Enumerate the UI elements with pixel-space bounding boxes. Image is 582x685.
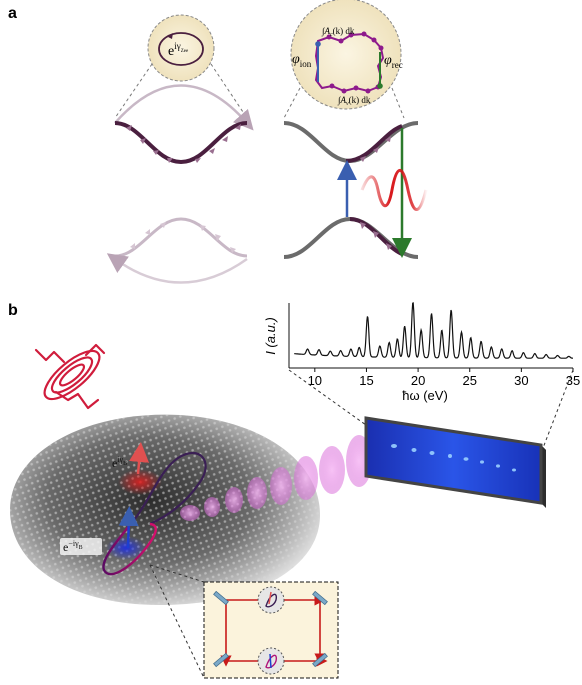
zoom-line-right bbox=[542, 369, 574, 449]
berry-minus-subscript: B bbox=[79, 545, 83, 551]
spectrum-tick-label: 30 bbox=[514, 373, 528, 388]
integral-valence: ∫A bbox=[337, 95, 346, 106]
zoom-line-left bbox=[288, 369, 367, 426]
panel-a-letter: a bbox=[8, 5, 17, 22]
spectrum-tick-label: 35 bbox=[566, 373, 580, 388]
berry-minus-exponent: −iγ bbox=[68, 539, 79, 548]
inset-phase-loop: ∫Ac(k) dk ∫Av(k) dk φion φrec bbox=[283, 0, 405, 119]
berry-minus-base: e bbox=[63, 540, 68, 554]
spectrum-tick-label: 25 bbox=[462, 373, 476, 388]
integral-conduction-sub: c bbox=[330, 32, 333, 38]
zee-phase-base: e bbox=[168, 44, 174, 59]
svg-text:φion: φion bbox=[292, 52, 312, 69]
berry-plus-label: eiγB bbox=[112, 455, 127, 470]
zoom-line-lower-left-2 bbox=[149, 564, 205, 679]
panel-b-letter: b bbox=[8, 302, 18, 319]
spin-down-arrow bbox=[118, 506, 139, 549]
spectrum-tick-label: 15 bbox=[359, 373, 373, 388]
integral-conduction-rest: (k) dk bbox=[333, 26, 355, 36]
right-band-diagram bbox=[283, 121, 428, 259]
emitted-wave bbox=[360, 169, 428, 211]
berry-minus-label: e−iγB bbox=[63, 539, 83, 554]
spectrum-ylabel: I (a.u.) bbox=[263, 317, 278, 355]
svg-text:∫Ac(k) dk: ∫Ac(k) dk bbox=[321, 26, 355, 38]
berry-minus-bg bbox=[60, 538, 102, 555]
phi-ion: φ bbox=[292, 52, 300, 67]
left-band-diagram bbox=[106, 84, 254, 284]
phi-rec: φ bbox=[384, 53, 392, 68]
zee-phase-exponent: iγ bbox=[174, 41, 181, 51]
spectrum-x-ticks: 10 15 20 25 30 35 bbox=[308, 368, 580, 388]
svg-text:φrec: φrec bbox=[384, 53, 403, 70]
zee-phase-subscript: Zee bbox=[181, 49, 189, 54]
integral-valence-rest: (k) dk bbox=[349, 95, 371, 105]
integral-valence-sub: v bbox=[346, 101, 349, 107]
svg-text:eiγZee: eiγZee bbox=[168, 41, 189, 59]
spectrum-tick-label: 10 bbox=[308, 373, 322, 388]
integral-conduction: ∫A bbox=[321, 26, 330, 37]
spectrum-tick-label: 20 bbox=[411, 373, 425, 388]
harmonic-emission bbox=[180, 435, 372, 521]
berry-plus-subscript: B bbox=[123, 461, 127, 467]
berry-plus-exponent: iγ bbox=[117, 455, 123, 464]
berry-plus-base: e bbox=[112, 456, 117, 470]
loop-icon bbox=[158, 32, 204, 66]
interferometer-inset bbox=[203, 581, 339, 679]
hhg-spectrum: 10 15 20 25 30 35 I (a.u.) ħω (eV) bbox=[263, 302, 580, 403]
spin-up-arrow bbox=[129, 442, 150, 475]
phi-rec-sub: rec bbox=[392, 60, 403, 70]
spectrum-xlabel: ħω (eV) bbox=[402, 388, 448, 403]
laser-pulse-icon bbox=[34, 343, 106, 410]
spectrum-trace bbox=[294, 302, 573, 359]
svg-text:∫Av(k) dk: ∫Av(k) dk bbox=[337, 95, 371, 107]
crystal-surface bbox=[10, 414, 320, 605]
phi-ion-sub: ion bbox=[300, 59, 312, 69]
berry-phase-loop bbox=[102, 442, 207, 576]
spectrometer-detector bbox=[364, 416, 546, 508]
